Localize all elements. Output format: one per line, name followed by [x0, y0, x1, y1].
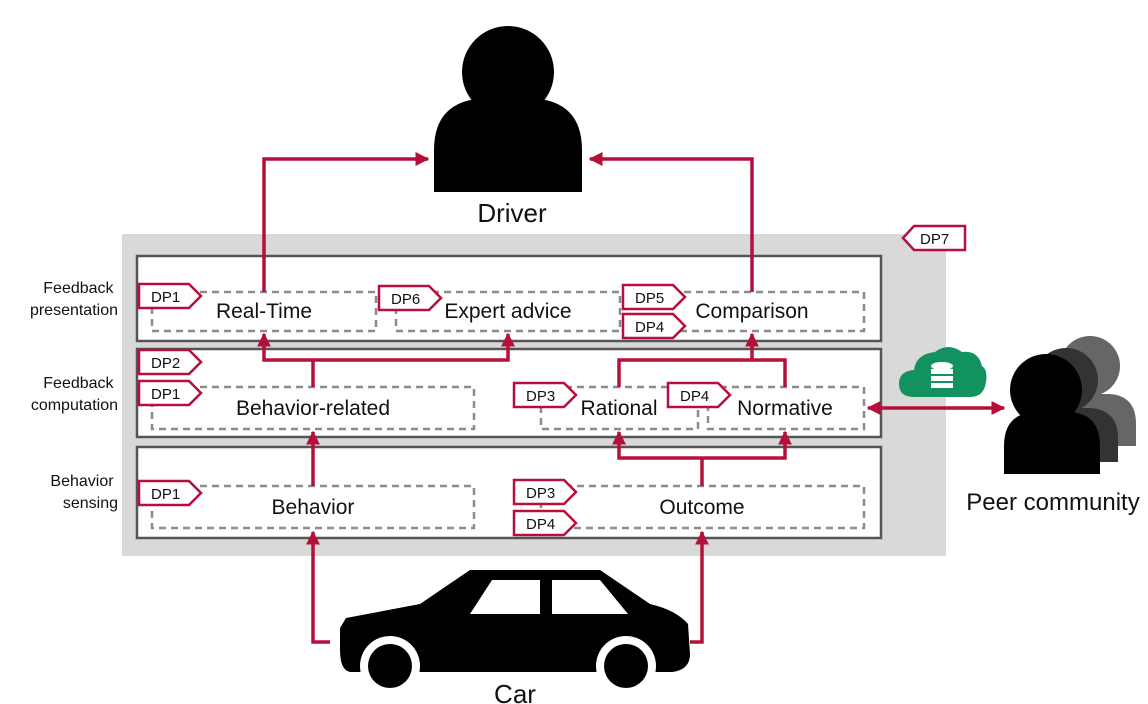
arrow-to-normative: [702, 430, 792, 460]
tag-sens-outcome-b: DP4: [512, 509, 578, 537]
arrow-to-rational: [612, 430, 702, 460]
arrow-to-realtime: [257, 332, 313, 362]
tag-pres-expert: DP6: [377, 284, 443, 312]
tag-pres-rt: DP1: [137, 282, 203, 310]
peer-group-icon: [1004, 336, 1136, 474]
label-peer-community: Peer community: [966, 489, 1139, 516]
tag-sens-behavior: DP1: [137, 479, 203, 507]
tag-comp-a: DP2: [137, 348, 203, 376]
layer-computation: [135, 347, 883, 439]
label-expert-advice: Expert advice: [444, 300, 571, 323]
tag-dp7-label: DP7: [920, 231, 949, 248]
tag-sens-outcome-a: DP3: [512, 478, 578, 506]
arrow-rational-up: [617, 358, 787, 387]
layer-label-presentation: Feedback presentation: [30, 280, 118, 319]
svg-text:DP2: DP2: [151, 355, 180, 372]
tag-comp-b: DP1: [137, 379, 203, 407]
svg-text:DP5: DP5: [635, 290, 664, 307]
label-normative: Normative: [737, 397, 833, 420]
tag-comp-rational: DP3: [512, 381, 578, 409]
layer-label-sensing: Behavior sensing: [50, 473, 118, 512]
label-outcome: Outcome: [659, 496, 744, 519]
label-real-time: Real-Time: [216, 300, 312, 323]
arrow-car-to-behavior: [306, 530, 330, 644]
arrow-car-to-outcome: [690, 530, 709, 644]
car-icon: [340, 570, 690, 696]
label-behavior-related: Behavior-related: [236, 397, 390, 420]
label-rational: Rational: [580, 397, 657, 420]
svg-text:DP1: DP1: [151, 289, 180, 306]
arrow-realtime-to-driver: [262, 152, 430, 292]
label-behavior: Behavior: [272, 496, 355, 519]
svg-text:DP4: DP4: [526, 516, 555, 533]
layer-sensing: [135, 445, 883, 540]
label-comparison: Comparison: [695, 300, 808, 323]
svg-text:DP3: DP3: [526, 388, 555, 405]
layer-label-computation: Feedback computation: [31, 375, 118, 414]
svg-text:DP4: DP4: [680, 388, 709, 405]
box-expert-advice: [394, 290, 622, 333]
arrow-comparison-to-driver: [588, 152, 754, 292]
label-car: Car: [494, 679, 536, 704]
box-comparison: [622, 290, 866, 333]
svg-text:DP4: DP4: [635, 319, 664, 336]
tag-pres-comp-a: DP5: [621, 283, 687, 311]
svg-text:DP3: DP3: [526, 485, 555, 502]
cloud-database-icon: [899, 347, 987, 397]
svg-text:DP1: DP1: [151, 386, 180, 403]
tag-comp-normative: DP4: [666, 381, 732, 409]
layer-presentation: [135, 254, 883, 343]
tag-dp7: DP7: [901, 224, 967, 252]
driver-person-icon: [434, 26, 582, 192]
svg-text:DP1: DP1: [151, 486, 180, 503]
svg-text:DP6: DP6: [391, 291, 420, 308]
label-driver: Driver: [477, 198, 547, 228]
arrow-to-expert: [313, 332, 515, 362]
tag-pres-comp-b: DP4: [621, 312, 687, 340]
